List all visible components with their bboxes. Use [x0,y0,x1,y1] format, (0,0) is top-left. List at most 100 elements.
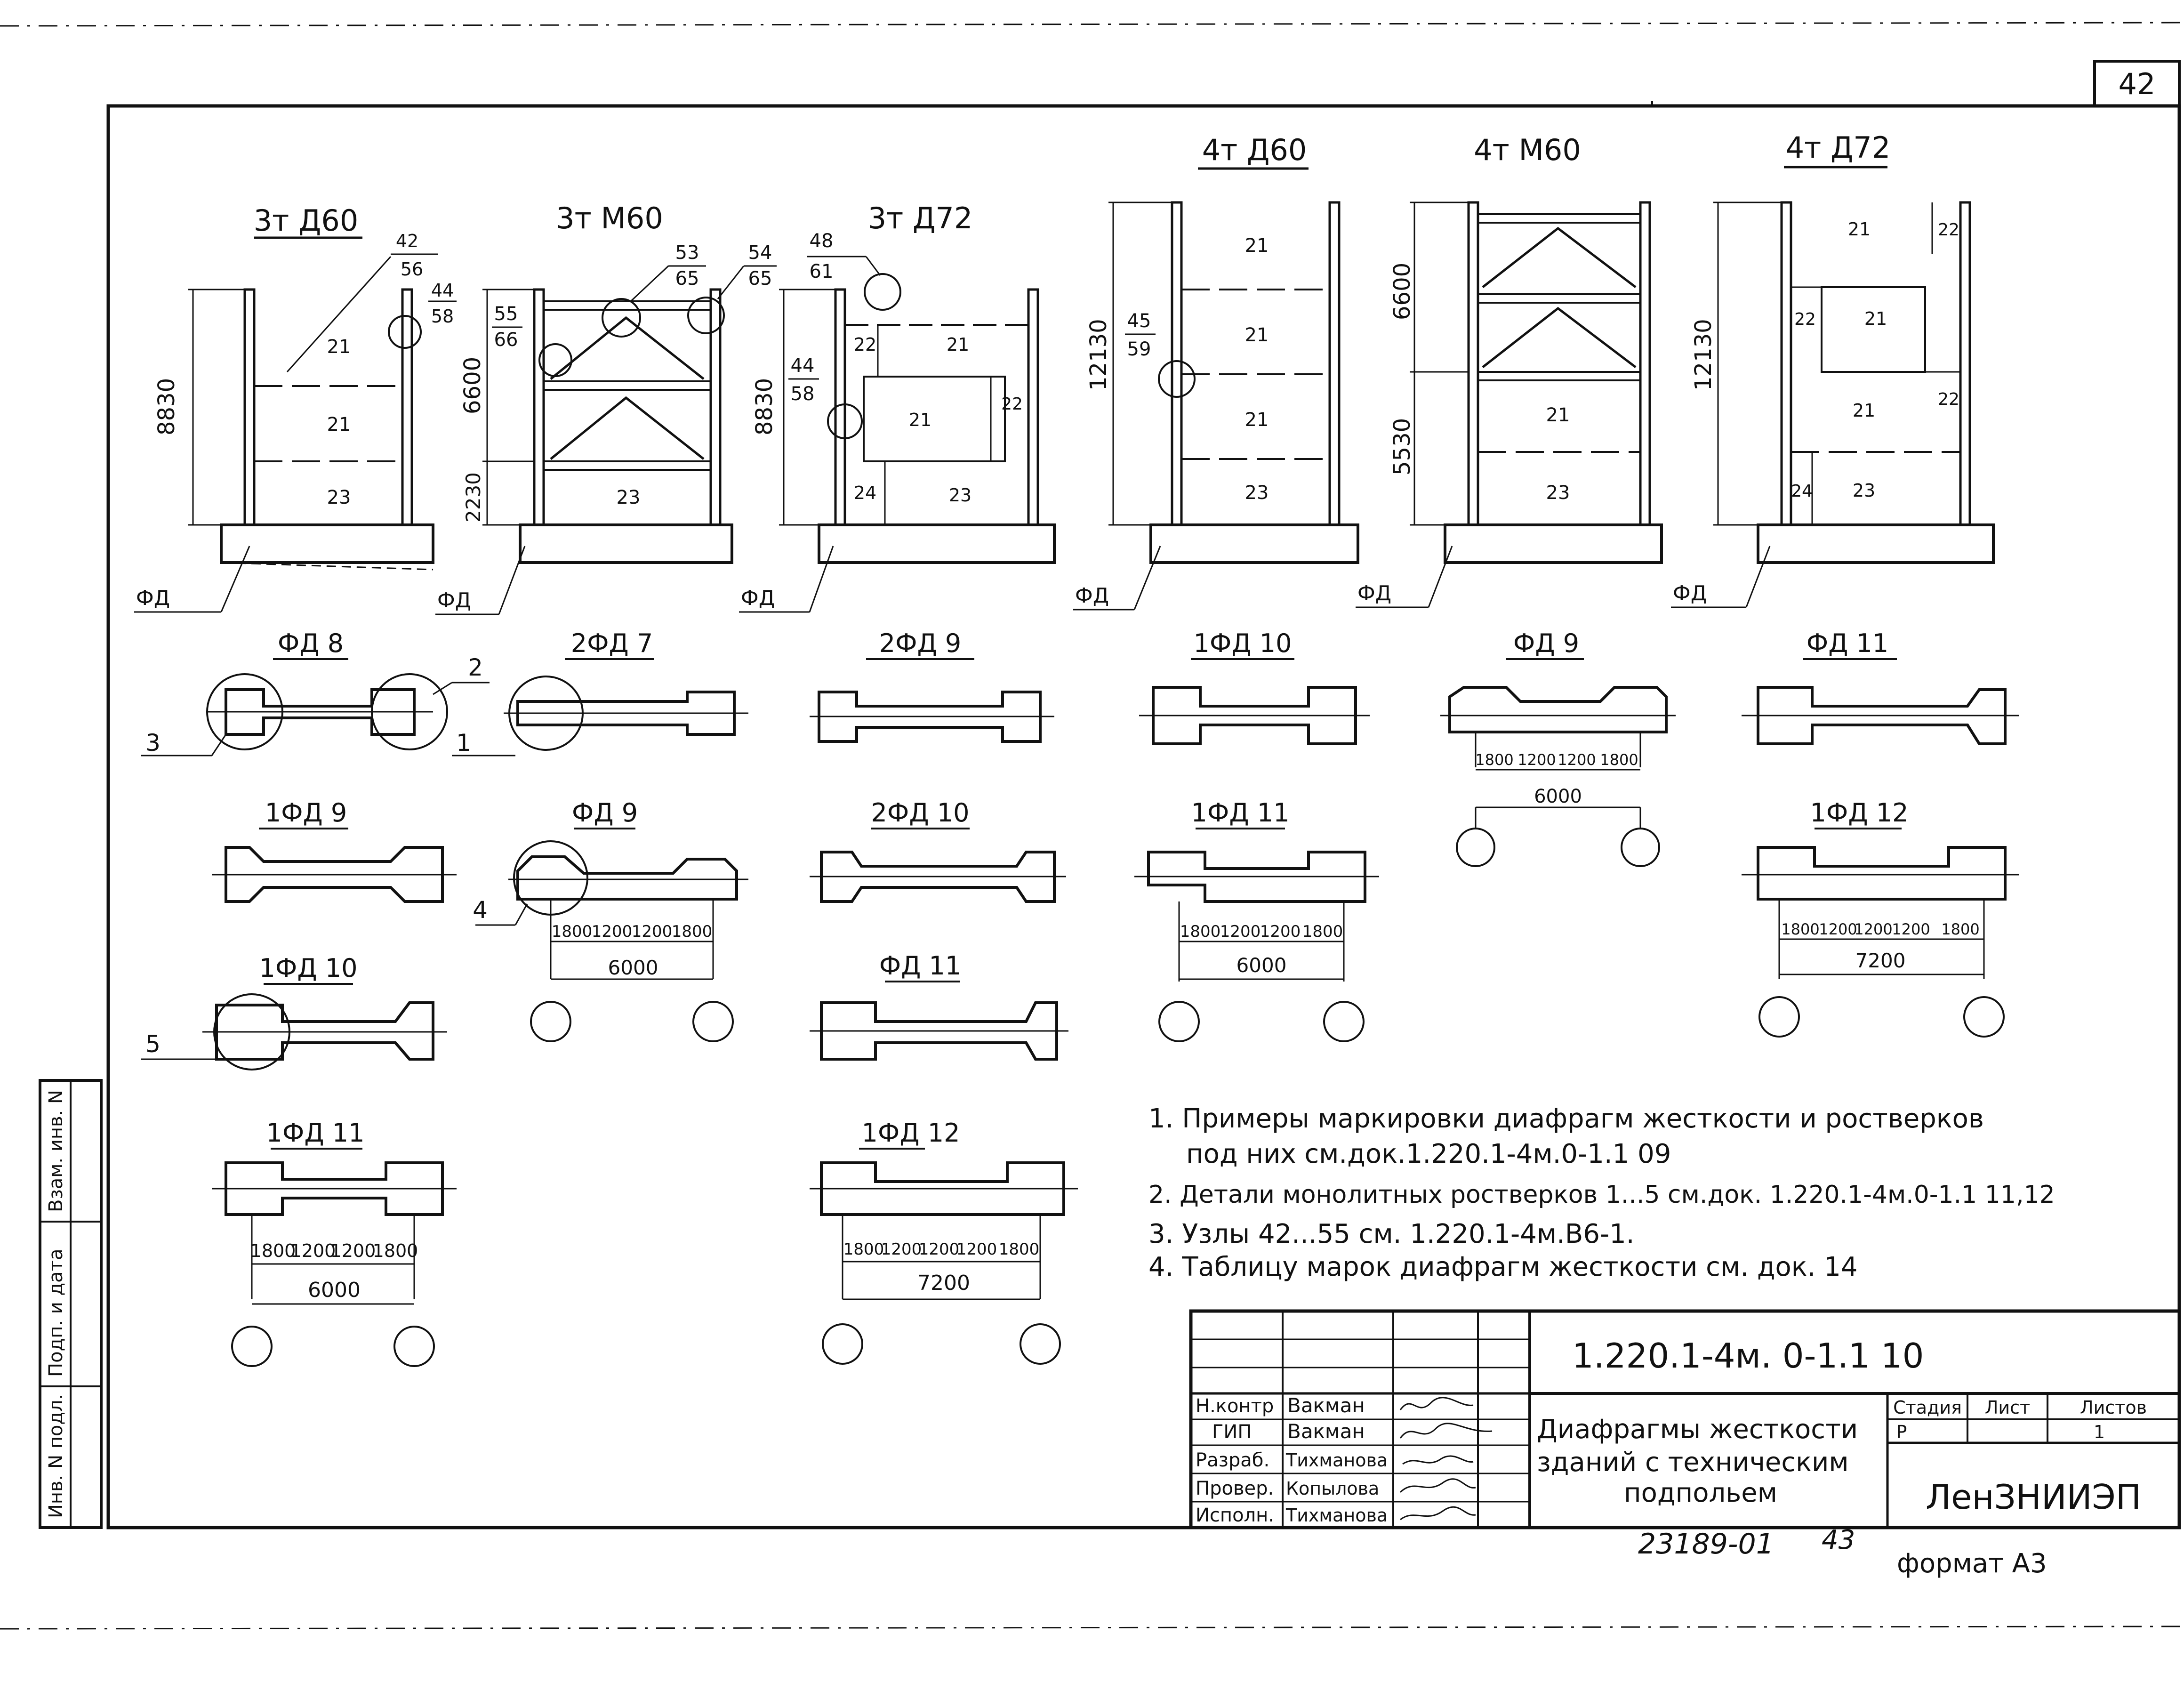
foundation-label: ФД [437,588,471,612]
dim-segment: 1200 [1819,920,1857,938]
note-1-cont: под них см.док.1.220.1-4м.0-1.1 09 [1186,1139,1671,1169]
dim-total: 6000 [1534,786,1582,807]
bay-mark: 21 [1245,235,1269,257]
node-top-den: 65 [675,268,699,290]
sheet-number: 42 [2119,67,2156,101]
footing-2fd9: 2ФД 9 [810,628,1054,743]
org-name: ЛенЗНИИЭП [1926,1477,2141,1517]
height-dim: 12130 [1690,319,1717,391]
footing-label: ФД 9 [572,798,638,828]
elevation-title: 4т М60 [1474,133,1581,167]
dim-lower: 2230 [462,472,485,523]
dim-segment: 1800 [843,1240,884,1259]
footing-label: 1ФД 10 [259,953,358,983]
role-ispoln: Исполн. [1196,1505,1274,1526]
dim-segment: 1200 [1558,751,1596,769]
bay-mark: 21 [1864,308,1887,329]
height-dim: 12130 [1085,319,1112,391]
footing-label: 1ФД 12 [1810,798,1909,828]
footing-1fd10-a: 1ФД 10 [1139,628,1370,745]
bay-mark: 24 [854,483,876,503]
callout: 4 [473,896,488,924]
footing-label: ФД 11 [1807,628,1889,658]
bay-mark: 21 [1853,400,1875,421]
sheet-header: Лист [1985,1397,2030,1418]
dim-total: 6000 [308,1278,361,1302]
dim-segment: 1200 [1220,922,1261,941]
name-prover: Копылова [1286,1478,1379,1499]
dim-segment: 1200 [1854,920,1892,938]
dim-upper: 6600 [459,357,486,414]
stage-value: Р [1896,1422,1907,1442]
dim-segment: 1200 [290,1240,336,1261]
dim-segment: 1800 [1941,920,1979,938]
footing-label: 2ФД 7 [571,628,653,658]
title-line-3: подпольем [1624,1478,1777,1508]
bay-mark: 22 [1794,310,1816,329]
signature-marks [1399,1397,1493,1521]
bay-mark: 21 [1546,404,1570,426]
dim-segment: 1200 [330,1240,376,1261]
note-4: 4. Таблицу марок диафрагм жесткости см. … [1148,1252,1857,1282]
footing-label: ФД 9 [1513,628,1579,658]
dim-segment: 1200 [1518,751,1556,769]
elevation-title: 3т М60 [556,201,663,235]
bay-mark: 23 [1853,480,1875,501]
bay-mark: 22 [854,334,876,355]
bay-mark: 22 [1001,394,1023,414]
note-3: 3. Узлы 42...55 см. 1.220.1-4м.В6-1. [1148,1219,1635,1249]
dim-upper: 6600 [1389,263,1415,320]
dim-total: 6000 [1237,954,1287,977]
notes: 1. Примеры маркировки диафрагм жесткости… [1148,1103,2055,1282]
node-top-num: 53 [675,242,699,264]
title-block: 1.220.1-4м. 0-1.1 10 Н.контр ГИП Разраб.… [1189,1309,2181,1529]
title-line-1: Диафрагмы жесткости [1537,1414,1858,1445]
elevation-title: 3т Д60 [254,203,359,238]
stamp-inv-podl: Инв. N подл. [45,1394,67,1518]
name-ispoln: Тихманова [1285,1505,1388,1526]
foundation-label: ФД [136,586,170,610]
footing-fd9-b: ФД 9 4 1800 1200 1200 1800 6000 [473,798,748,1042]
role-gip: ГИП [1212,1421,1252,1443]
dim-total: 7200 [917,1271,970,1295]
bay-mark: 21 [327,414,351,435]
role-prover: Провер. [1196,1478,1274,1499]
dim-segment: 1800 [1600,751,1638,769]
node-top-num: 42 [396,231,418,251]
dim-segment: 1200 [592,922,633,941]
bay-mark: 24 [1791,482,1813,501]
note-1: 1. Примеры маркировки диафрагм жесткости… [1148,1103,1984,1134]
role-n-kontr: Н.контр [1196,1395,1274,1417]
footing-label: ФД 11 [879,951,962,981]
footing-label: 2ФД 10 [871,798,970,828]
footing-label: 1ФД 12 [862,1118,960,1148]
footing-label: 2ФД 9 [879,628,962,658]
dim-segment: 1800 [1180,922,1221,941]
name-razrab: Тихманова [1285,1450,1388,1471]
doc-code: 1.220.1-4м. 0-1.1 10 [1572,1336,1924,1376]
format-label: формат А3 [1897,1548,2047,1579]
footing-fd9-a: ФД 9 1800 1200 1200 1800 6000 [1440,628,1676,867]
footing-2fd10: 2ФД 10 [810,798,1066,903]
footing-1fd11-b: 1ФД 11 1800 1200 1200 1800 6000 [212,1118,457,1367]
node-left-den: 66 [494,329,518,351]
node-side-num: 44 [431,280,454,301]
bay-mark: 23 [617,487,641,508]
height-dim: 8830 [153,378,180,435]
callout: 5 [145,1030,161,1058]
bay-mark: 23 [327,487,351,508]
elevation-3t-d72: 3т Д72 22 21 21 22 24 23 8830 48 61 44 5… [739,201,1056,613]
footing-1fd12-a: 1ФД 12 1800 1200 1200 1200 1800 7200 [1742,798,2019,1038]
bay-mark: 22 [1938,390,1959,409]
bay-mark: 21 [1245,324,1269,346]
elevation-title: 4т Д60 [1202,133,1307,167]
node-top-num: 48 [810,230,834,252]
footing-1fd9: 1ФД 9 [212,798,457,903]
stamp-podp-data: Подп. и дата [45,1249,67,1377]
dim-segment: 1800 [373,1240,418,1261]
drawing-frame [106,104,2181,1529]
callout: 1 [456,729,471,756]
elevation-3t-d60: 3т Д60 21 21 23 8830 44 58 42 56 ФД [134,203,457,613]
node-top-den: 56 [401,259,423,280]
footing-label: 1ФД 9 [265,798,347,828]
